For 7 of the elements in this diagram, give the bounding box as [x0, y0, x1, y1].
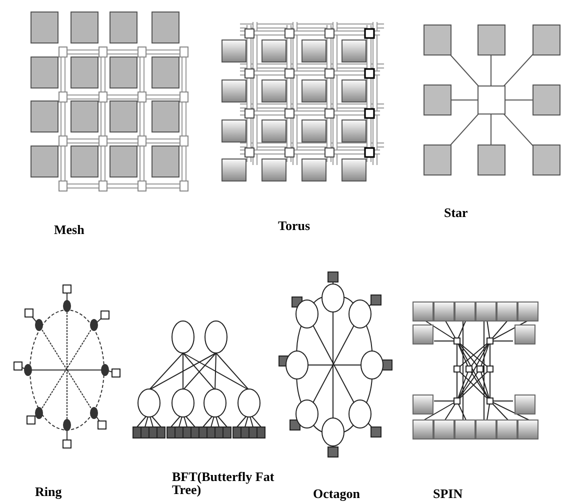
topology-caption: Mesh	[54, 223, 84, 236]
topology-caption: SPIN	[433, 487, 463, 500]
topology-caption: Star	[444, 206, 468, 219]
topology-caption: Torus	[278, 219, 310, 232]
topology-caption: Octagon	[313, 487, 360, 500]
topology-caption: Ring	[35, 485, 62, 498]
topology-caption: BFT(Butterfly Fat Tree)	[172, 470, 276, 496]
